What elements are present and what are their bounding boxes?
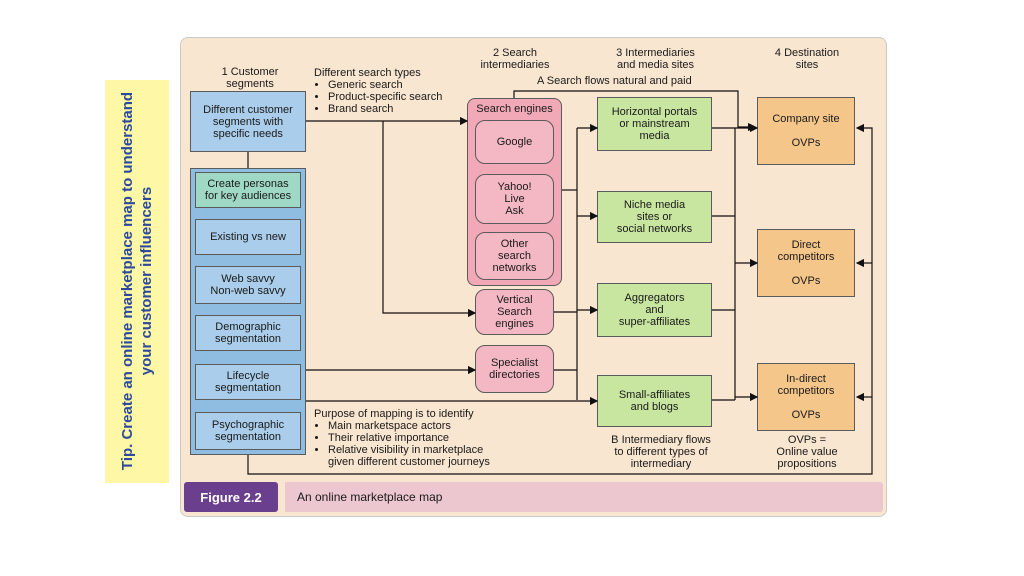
search-type-item: Brand search	[328, 103, 474, 115]
ovp-definition: OVPs = Online value propositions	[776, 434, 838, 470]
search-types-title: Different search types	[314, 67, 421, 79]
aggregators-box: Aggregators and super-affiliates	[597, 283, 712, 337]
search-type-item: Product-specific search	[328, 91, 474, 103]
direct-competitors-box: Direct competitors OVPs	[757, 229, 855, 297]
personas-box: Create personas for key audiences	[195, 172, 301, 208]
segmentation-group	[190, 168, 306, 455]
search-type-item: Generic search	[328, 79, 474, 91]
vertical-search-box: Vertical Search engines	[475, 289, 554, 335]
niche-media-box: Niche media sites or social networks	[597, 191, 712, 243]
yahoo-live-ask-box: Yahoo! Live Ask	[475, 174, 554, 224]
demographic-box: Demographic segmentation	[195, 315, 301, 351]
figure-caption: An online marketplace map	[285, 482, 883, 512]
company-site-box: Company site OVPs	[757, 97, 855, 165]
specialist-directories-box: Specialist directories	[475, 345, 554, 393]
google-box: Google	[475, 120, 554, 164]
search-types-note: Different search types Generic search Pr…	[314, 67, 474, 115]
lifecycle-box: Lifecycle segmentation	[195, 364, 301, 400]
header-customer-segments: 1 Customer segments	[221, 66, 279, 90]
segments-specific-needs-box: Different customer segments with specifi…	[190, 91, 306, 152]
other-search-networks-box: Other search networks	[475, 232, 554, 280]
header-intermediaries-media: 3 Intermediaries and media sites	[616, 47, 695, 71]
purpose-item: Their relative importance	[328, 432, 514, 444]
figure-number: Figure 2.2	[184, 482, 278, 512]
header-destination-sites: 4 Destination sites	[774, 47, 840, 71]
tip-banner	[105, 80, 169, 483]
psychographic-box: Psychographic segmentation	[195, 412, 301, 450]
header-search-intermediaries: 2 Search intermediaries	[480, 47, 550, 71]
purpose-note: Purpose of mapping is to identify Main m…	[314, 408, 514, 468]
horizontal-portals-box: Horizontal portals or mainstream media	[597, 97, 712, 151]
purpose-item: Main marketspace actors	[328, 420, 514, 432]
purpose-item: Relative visibility in marketplace given…	[328, 444, 514, 468]
purpose-title: Purpose of mapping is to identify	[314, 408, 474, 420]
web-savvy-box: Web savvy Non-web savvy	[195, 266, 301, 304]
flow-b-label: B Intermediary flows to different types …	[611, 434, 711, 470]
search-engines-title: Search engines	[476, 103, 553, 115]
small-affiliates-box: Small-affiliates and blogs	[597, 375, 712, 427]
flow-a-label: A Search flows natural and paid	[537, 75, 692, 87]
existing-vs-new-box: Existing vs new	[195, 219, 301, 255]
